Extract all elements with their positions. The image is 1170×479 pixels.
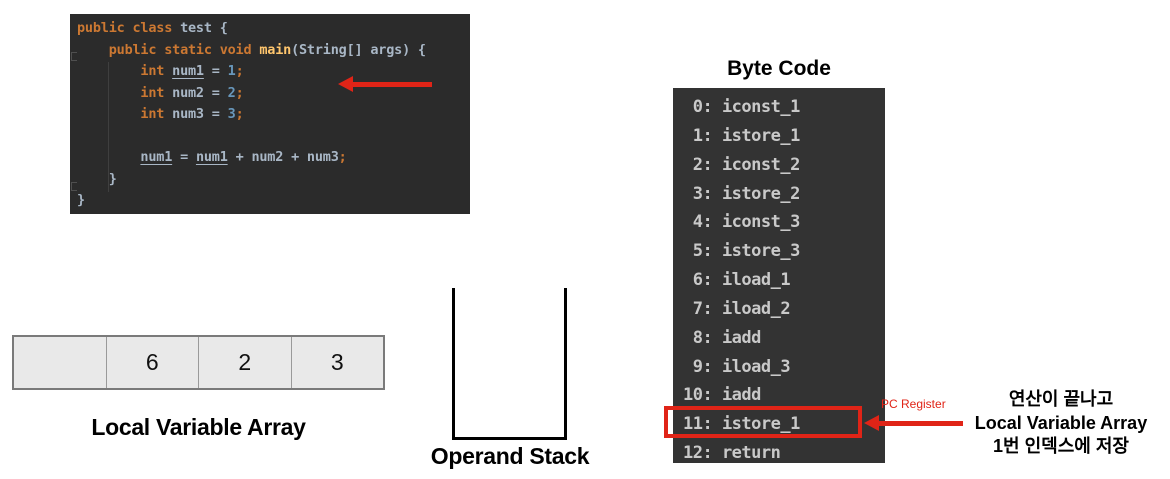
code-fold-icon [71, 182, 77, 191]
bytecode-title: Byte Code [727, 57, 831, 80]
bytecode-line: 9: iload_3 [683, 356, 791, 377]
local-variable-array: 6 2 3 [12, 335, 385, 390]
pc-register-highlight-box [664, 406, 862, 438]
operand-stack-label: Operand Stack [430, 443, 590, 469]
lva-cell-1: 6 [107, 337, 199, 388]
local-variable-array-label: Local Variable Array [91, 414, 306, 440]
store-annotation: 연산이 끝나고 Local Variable Array 1번 인덱스에 저장 [952, 388, 1170, 459]
code-line: } [77, 192, 85, 208]
bytecode-line: 8: iadd [683, 327, 762, 348]
code-line [77, 126, 470, 148]
bytecode-line: 2: iconst_2 [683, 154, 801, 175]
bytecode-line: 6: iload_1 [683, 270, 791, 291]
bytecode-line: 5: istore_3 [683, 241, 801, 262]
bytecode-lines: 0: iconst_1 1: istore_1 2: iconst_2 3: i… [683, 93, 885, 468]
code-line: int num1 = 1; [140, 63, 244, 79]
code-line: int num2 = 2; [140, 84, 244, 101]
indent-guide [108, 62, 109, 192]
lva-cell-2: 2 [199, 337, 292, 388]
pc-register-label: PC Register [881, 397, 946, 411]
bytecode-line: 0: iconst_1 [683, 97, 801, 117]
code-line: int num3 = 3; [140, 106, 244, 122]
pc-register-arrow-icon [864, 415, 964, 431]
code-line: public class test { [77, 20, 228, 36]
annotation-line: Local Variable Array [974, 412, 1148, 433]
lva-cell-0 [14, 337, 107, 388]
code-line: num1 = num1 + num2 + num3; [140, 149, 347, 165]
bytecode-line: 7: iload_2 [683, 298, 791, 319]
code-line-arrow-icon [338, 76, 432, 92]
bytecode-line: 10: iadd [683, 385, 761, 406]
code-line: public static void main(String[] args) { [108, 41, 426, 58]
bytecode-box: 0: iconst_1 1: istore_1 2: iconst_2 3: i… [664, 88, 885, 463]
code-fold-icon [71, 52, 77, 61]
code-editor-panel: public class test { public static void m… [70, 14, 470, 214]
operand-stack [452, 288, 567, 440]
bytecode-line: 4: iconst_3 [683, 212, 801, 233]
bytecode-line: 12: return [683, 443, 781, 464]
bytecode-line: 3: istore_2 [683, 183, 801, 204]
bytecode-line: 11: istore_1 [683, 414, 800, 435]
code-line: } [77, 170, 117, 187]
lva-cell-3: 3 [330, 349, 344, 375]
annotation-line: 1번 인덱스에 저장 [993, 436, 1129, 456]
annotation-line: 연산이 끝나고 [1008, 389, 1114, 409]
code-lines: public class test { public static void m… [77, 18, 470, 212]
bytecode-line: 1: istore_1 [683, 125, 801, 146]
